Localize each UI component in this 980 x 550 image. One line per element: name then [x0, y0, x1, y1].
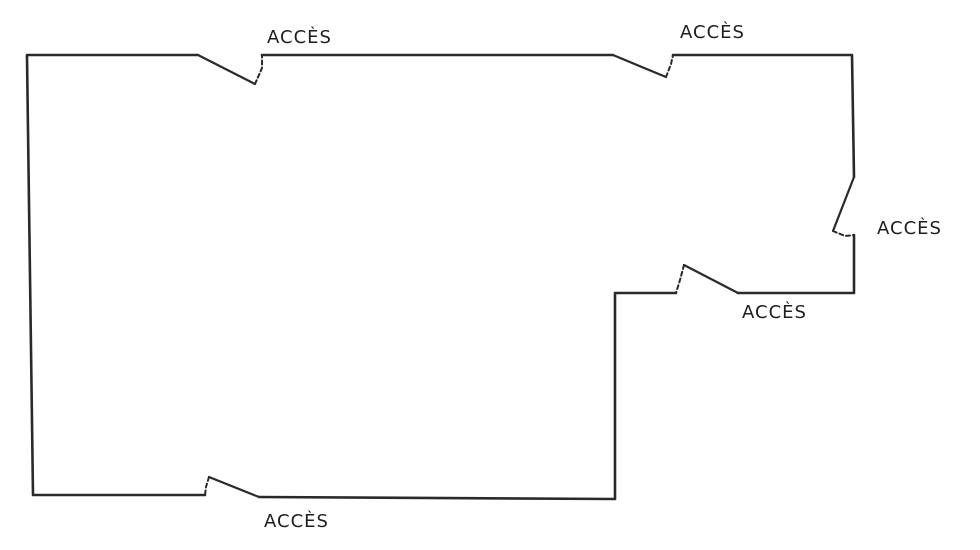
door-leaf [196, 53, 257, 86]
door-bottom [204, 475, 261, 499]
door-swing-arc [204, 476, 210, 496]
door-top-left [196, 53, 263, 86]
door-swing-arc [254, 54, 263, 85]
wall-left [25, 55, 207, 497]
door-inner-step [675, 263, 740, 295]
walls [25, 53, 856, 501]
door-leaf [611, 53, 668, 79]
wall-top-right [671, 53, 856, 179]
door-label-top-left: ACCÈS [267, 26, 332, 48]
door-label-bottom: ACCÈS [264, 510, 329, 532]
door-swing-arc [832, 230, 855, 238]
door-swing-arc [675, 264, 685, 294]
door-label-inner-step: ACCÈS [742, 301, 807, 323]
wall-inner-step [257, 291, 678, 501]
door-right [831, 175, 856, 238]
wall-top-left [25, 53, 200, 59]
door-leaf [682, 263, 740, 295]
door-top-right [611, 53, 674, 79]
door-swing-arc [665, 54, 674, 78]
door-leaf [207, 475, 261, 499]
door-label-right: ACCÈS [877, 217, 942, 239]
door-label-top-right: ACCÈS [680, 21, 745, 43]
wall-right-lower [736, 233, 856, 295]
door-leaf [831, 175, 856, 233]
